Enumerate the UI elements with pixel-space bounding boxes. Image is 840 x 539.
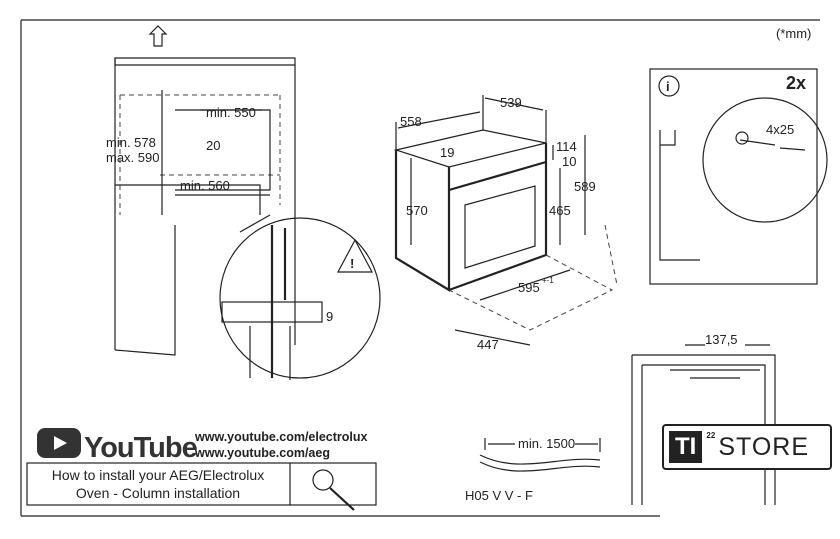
ti-logo: TI 22 — [669, 431, 715, 463]
detail-gap: 9 — [326, 309, 333, 324]
oven-door-height: 465 — [549, 203, 571, 218]
column-gap: 20 — [206, 138, 220, 153]
top-view-width: 137,5 — [705, 332, 738, 347]
frame — [20, 19, 820, 517]
screw-icon — [739, 139, 806, 151]
warning-icon — [337, 238, 373, 273]
oven-width-top: 558 — [400, 114, 422, 129]
ti-text: TI — [675, 433, 697, 460]
oven-side-height: 570 — [406, 203, 428, 218]
youtube-url-aeg[interactable]: www.youtube.com/aeg — [194, 446, 330, 460]
oven-front-width: 595 — [518, 280, 540, 295]
cable-type: H05 V V - F — [465, 488, 533, 503]
oven-top-offset: 19 — [440, 145, 454, 160]
play-icon — [54, 436, 67, 450]
info-icon — [658, 75, 680, 97]
oven-depth-bottom: 447 — [477, 337, 499, 352]
search-icon[interactable] — [312, 469, 355, 511]
svg-text:!: ! — [350, 256, 354, 271]
screw-size: 4x25 — [766, 122, 794, 137]
howto-line-1: How to install your AEG/Electrolux — [52, 467, 264, 483]
column-min-depth: min. 550 — [206, 105, 256, 120]
ti-sup: 22 — [706, 431, 716, 440]
youtube-logo-text: YouTube — [84, 432, 198, 464]
oven-front-width-tolerance: +-1 — [542, 276, 554, 285]
cable-min-length: min. 1500 — [518, 436, 575, 451]
fixing-quantity: 2x — [786, 73, 806, 93]
howto-line-2: Oven - Column installation — [76, 485, 240, 501]
column-min-width: min. 560 — [180, 178, 230, 193]
oven-panel-height: 114 — [556, 139, 577, 154]
svg-text:i: i — [666, 79, 670, 94]
oven-drawing — [393, 95, 618, 346]
oven-depth-top: 539 — [500, 95, 522, 110]
column-min-height: min. 578 — [106, 135, 156, 150]
fixing-panel: i — [649, 68, 828, 285]
column-max-height: max. 590 — [106, 150, 159, 165]
store-text: STORE — [718, 432, 809, 461]
oven-total-height: 589 — [574, 179, 596, 194]
howto-box — [26, 462, 377, 506]
youtube-url-electrolux[interactable]: www.youtube.com/electrolux — [194, 430, 368, 444]
units-note: (*mm) — [776, 26, 811, 41]
ti-store-watermark: TI 22 STORE — [662, 424, 832, 470]
column-cabinet: ! — [114, 25, 381, 380]
youtube-logo — [37, 428, 81, 458]
up-arrow-icon — [148, 25, 168, 47]
oven-panel-gap: 10 — [562, 154, 576, 169]
power-cable — [479, 438, 601, 472]
